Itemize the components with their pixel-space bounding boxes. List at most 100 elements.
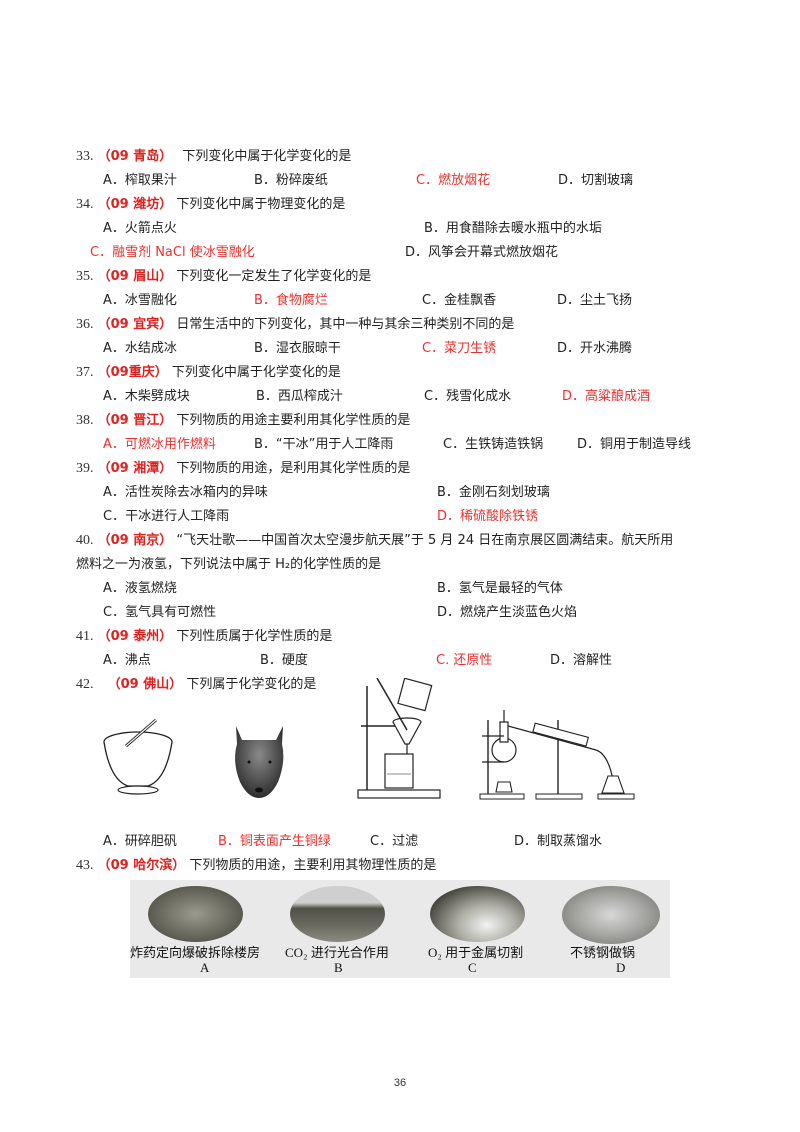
filtration-apparatus-figure bbox=[357, 678, 441, 799]
question-number: 39. bbox=[76, 461, 94, 476]
question-38: 38. （09 晋江） 下列物质的用途主要利用其化学性质的是 bbox=[76, 413, 410, 429]
question-number: 36. bbox=[76, 317, 94, 332]
question-source: （09 佛山） bbox=[107, 677, 183, 692]
question-43: 43. （09 哈尔滨） 下列物质的用途，主要利用其物理性质的是 bbox=[76, 858, 436, 874]
option-a: A．沸点 bbox=[103, 653, 151, 668]
metal-cutting-photo bbox=[430, 886, 525, 942]
option-c: C．残雪化成水 bbox=[424, 389, 512, 404]
question-stem: 日常生活中的下列变化，其中一种与其余三种类别不同的是 bbox=[176, 317, 515, 332]
question-number: 43. bbox=[76, 858, 94, 873]
question-source: （09 晋江） bbox=[97, 413, 173, 428]
letter-b: B bbox=[334, 960, 343, 975]
option-d: D．燃烧产生淡蓝色火焰 bbox=[437, 605, 578, 620]
question-number: 35. bbox=[76, 269, 94, 284]
option-d: D．风筝会开幕式燃放烟花 bbox=[405, 245, 559, 260]
question-33: 33. （09 青岛） 下列变化中属于化学变化的是 bbox=[76, 149, 351, 165]
option-b: B．硬度 bbox=[260, 653, 308, 668]
option-a: A．冰雪融化 bbox=[103, 293, 177, 308]
option-b: B．西瓜榨成汁 bbox=[256, 389, 343, 404]
distillation-apparatus-figure bbox=[479, 710, 635, 800]
letter-a: A bbox=[200, 960, 210, 975]
question-35: 35. （09 眉山） 下列变化一定发生了化学变化的是 bbox=[76, 269, 371, 285]
forest-photo bbox=[290, 886, 385, 942]
mortar-and-pestle-figure bbox=[103, 718, 173, 795]
option-d: D．溶解性 bbox=[550, 653, 613, 668]
question-41: 41. （09 泰州） 下列性质属于化学性质的是 bbox=[76, 629, 332, 645]
option-b: B．湿衣服晾干 bbox=[254, 341, 341, 356]
option-d: D．切割玻璃 bbox=[558, 173, 634, 188]
caption-a: 炸药定向爆破拆除楼房 bbox=[130, 945, 261, 960]
option-d: D．开水沸腾 bbox=[557, 341, 633, 356]
question-number: 41. bbox=[76, 629, 94, 644]
question-stem: 下列性质属于化学性质的是 bbox=[176, 629, 333, 644]
question-34: 34. （09 潍坊） 下列变化中属于物理变化的是 bbox=[76, 197, 345, 213]
option-a-answer: A．可燃冰用作燃料 bbox=[103, 437, 216, 452]
option-c: C．氢气具有可燃性 bbox=[103, 605, 217, 620]
option-b: B．氢气是最轻的气体 bbox=[437, 581, 563, 596]
option-a: A．研碎胆矾 bbox=[103, 834, 177, 849]
steel-pot-photo bbox=[562, 886, 660, 944]
option-c-answer: C．燃放烟花 bbox=[416, 173, 491, 188]
option-c: C．生铁铸造铁锅 bbox=[443, 437, 544, 452]
question-stem: 下列变化中属于化学变化的是 bbox=[182, 149, 352, 164]
question-stem: 下列物质的用途主要利用其化学性质的是 bbox=[176, 413, 411, 428]
option-d: D．铜用于制造导线 bbox=[577, 437, 692, 452]
question-stem: 下列属于化学变化的是 bbox=[186, 677, 317, 692]
question-source: （09 南京） bbox=[97, 533, 173, 548]
demolition-photo bbox=[148, 886, 243, 942]
question-source: （09 哈尔滨） bbox=[97, 858, 186, 873]
option-b-answer: B．铜表面产生铜绿 bbox=[218, 834, 331, 849]
question-36: 36. （09 宜宾） 日常生活中的下列变化，其中一种与其余三种类别不同的是 bbox=[76, 317, 514, 333]
question-source: （09 青岛） bbox=[97, 149, 173, 164]
option-c: C．过滤 bbox=[370, 834, 419, 849]
option-a: A．液氢燃烧 bbox=[103, 581, 177, 596]
option-a: A．榨取果汁 bbox=[103, 173, 177, 188]
option-d-answer: D．高粱酿成酒 bbox=[562, 389, 651, 404]
option-d-answer: D．稀硫酸除铁锈 bbox=[437, 509, 539, 524]
option-b-answer: B．食物腐烂 bbox=[254, 293, 328, 308]
caption-c: O₂ 用于金属切割 bbox=[428, 945, 524, 960]
option-d: D．尘土飞扬 bbox=[557, 293, 633, 308]
option-d: D．制取蒸馏水 bbox=[514, 834, 603, 849]
uses-image-strip: 炸药定向爆破拆除楼房 CO₂ 进行光合作用 O₂ 用于金属切割 不锈钢做锅 A … bbox=[130, 880, 670, 978]
letter-c: C bbox=[468, 960, 477, 975]
option-a: A．火箭点火 bbox=[103, 221, 177, 236]
caption-d: 不锈钢做锅 bbox=[570, 945, 636, 960]
option-b: B．金刚石刻划玻璃 bbox=[437, 485, 550, 500]
question-number: 38. bbox=[76, 413, 94, 428]
question-stem: 下列物质的用途，是利用其化学性质的是 bbox=[176, 461, 411, 476]
option-a: A．木柴劈成块 bbox=[103, 389, 190, 404]
page-number: 36 bbox=[393, 1077, 407, 1089]
question-source: （09 眉山） bbox=[97, 269, 173, 284]
copper-head-statue-figure bbox=[232, 722, 287, 798]
option-b: B．粉碎废纸 bbox=[254, 173, 328, 188]
option-c-answer: C. 还原性 bbox=[436, 653, 493, 668]
question-37: 37. （09重庆） 下列变化中属于化学变化的是 bbox=[76, 365, 341, 381]
question-42: 42. （09 佛山） 下列属于化学变化的是 bbox=[76, 677, 316, 693]
question-40: 40. （09 南京） “飞天壮歌——中国首次太空漫步航天展”于 5 月 24 … bbox=[76, 533, 673, 549]
question-stem: 下列物质的用途，主要利用其物理性质的是 bbox=[189, 858, 437, 873]
question-number: 42. bbox=[76, 677, 94, 692]
question-source: （09 湘潭） bbox=[97, 461, 173, 476]
question-number: 34. bbox=[76, 197, 94, 212]
option-b: B．用食醋除去暖水瓶中的水垢 bbox=[424, 221, 602, 236]
option-c-answer: C．菜刀生锈 bbox=[422, 341, 497, 356]
option-c: C．干冰进行人工降雨 bbox=[103, 509, 230, 524]
question-stem: “飞天壮歌——中国首次太空漫步航天展”于 5 月 24 日在南京展区圆满结束。航… bbox=[176, 533, 674, 548]
question-source: （09 宜宾） bbox=[97, 317, 173, 332]
question-number: 33. bbox=[76, 149, 94, 164]
question-stem: 下列变化中属于化学变化的是 bbox=[171, 365, 341, 380]
option-a: A．活性炭除去冰箱内的异味 bbox=[103, 485, 268, 500]
option-a: A．水结成冰 bbox=[103, 341, 177, 356]
question-source: （09 潍坊） bbox=[97, 197, 173, 212]
letter-d: D bbox=[616, 960, 626, 975]
caption-b: CO₂ 进行光合作用 bbox=[285, 945, 389, 960]
question-stem-continued: 燃料之一为液氢，下列说法中属于 H₂的化学性质的是 bbox=[76, 557, 382, 572]
question-39: 39. （09 湘潭） 下列物质的用途，是利用其化学性质的是 bbox=[76, 461, 410, 477]
option-c-answer: C．融雪剂 NaCl 使冰雪融化 bbox=[90, 245, 255, 260]
option-b: B．“干冰”用于人工降雨 bbox=[254, 437, 394, 452]
question-number: 37. bbox=[76, 365, 94, 380]
question-stem: 下列变化一定发生了化学变化的是 bbox=[176, 269, 372, 284]
option-c: C．金桂飘香 bbox=[422, 293, 497, 308]
question-source: （09重庆） bbox=[97, 365, 168, 380]
